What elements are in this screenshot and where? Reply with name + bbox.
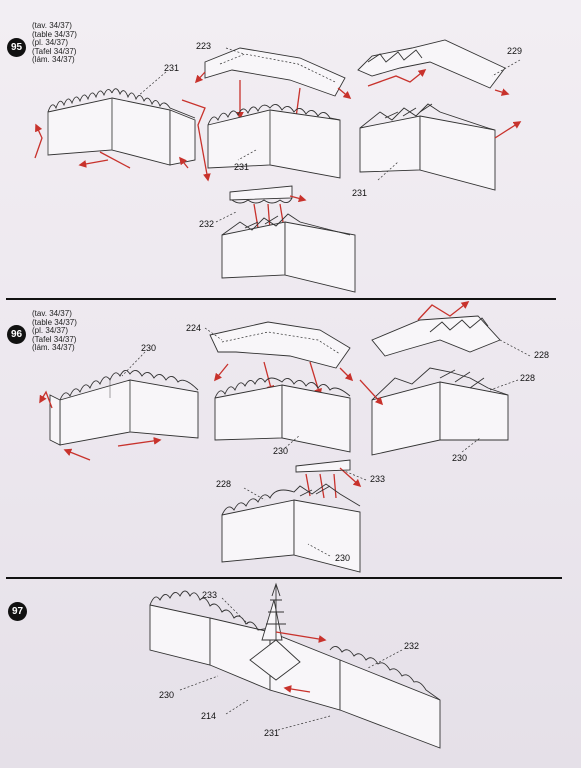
part-label-228: 228 [534, 350, 550, 360]
part-label-231-right: 231 [352, 188, 368, 198]
part-label-232: 232 [404, 641, 420, 651]
step-95-left-arrows [34, 99, 211, 182]
part-label-233: 233 [370, 474, 386, 484]
step-95-roof-part [194, 47, 352, 127]
part-label-229: 229 [507, 46, 523, 56]
step-96-left-assembly [49, 370, 199, 446]
ref-line: (tav. 34/37) [32, 309, 72, 318]
step-95-left-assembly [47, 88, 196, 166]
part-label-230: 230 [141, 343, 157, 353]
part-label-230: 230 [159, 690, 175, 700]
section-divider [6, 577, 562, 579]
part-label-224: 224 [186, 323, 202, 333]
part-label-228-bottom: 228 [216, 479, 232, 489]
step-96-references: (tav. 34/37) (table 34/37) (pl. 34/37) (… [32, 309, 77, 353]
step-95-stairs-part [357, 39, 510, 96]
step-96-badge: 96 [7, 325, 26, 344]
ref-line: (Tafel 34/37) [32, 334, 77, 344]
step-95-bottom-assembly [221, 185, 356, 293]
ref-line: (lám. 34/37) [32, 55, 75, 65]
part-label-214: 214 [201, 711, 217, 721]
step-96-bottom-assembly [221, 459, 362, 573]
step-95-middle-assembly [207, 104, 341, 179]
ref-line: (pl. 34/37) [32, 326, 69, 336]
part-label-233: 233 [202, 590, 218, 600]
leader-lines [121, 47, 531, 731]
step-96-middle-assembly [214, 377, 351, 453]
ref-line: (tav. 34/37) [32, 21, 72, 30]
section-divider [6, 298, 556, 300]
part-label-231: 231 [264, 728, 280, 738]
step-95-references: (tav. 34/37) (table 34/37) (pl. 34/37) (… [32, 21, 77, 65]
step-97-assembly [149, 582, 441, 749]
ref-line: (table 34/37) [32, 317, 77, 327]
part-label-230-bottom: 230 [335, 553, 351, 563]
ref-line: (Tafel 34/37) [32, 46, 77, 56]
part-label-232: 232 [199, 219, 215, 229]
part-label-231: 231 [164, 63, 180, 73]
step-95-right-assembly [359, 103, 522, 191]
step-96-stairs-part [371, 301, 501, 357]
step-96-right-assembly [359, 367, 509, 456]
ref-line: (pl. 34/37) [32, 38, 69, 48]
ref-line: (table 34/37) [32, 29, 77, 39]
part-label-230-right: 230 [452, 453, 468, 463]
part-label-231-middle: 231 [234, 162, 250, 172]
step-96-left-arrows [39, 390, 162, 461]
step-97-badge: 97 [8, 602, 27, 621]
ref-line: (lám. 34/37) [32, 343, 75, 353]
part-label-230-middle: 230 [273, 446, 289, 456]
part-label-228-right: 228 [520, 373, 536, 383]
step-95-badge: 95 [7, 38, 26, 57]
part-label-223: 223 [196, 41, 212, 51]
step-96-roof-part [209, 321, 354, 397]
